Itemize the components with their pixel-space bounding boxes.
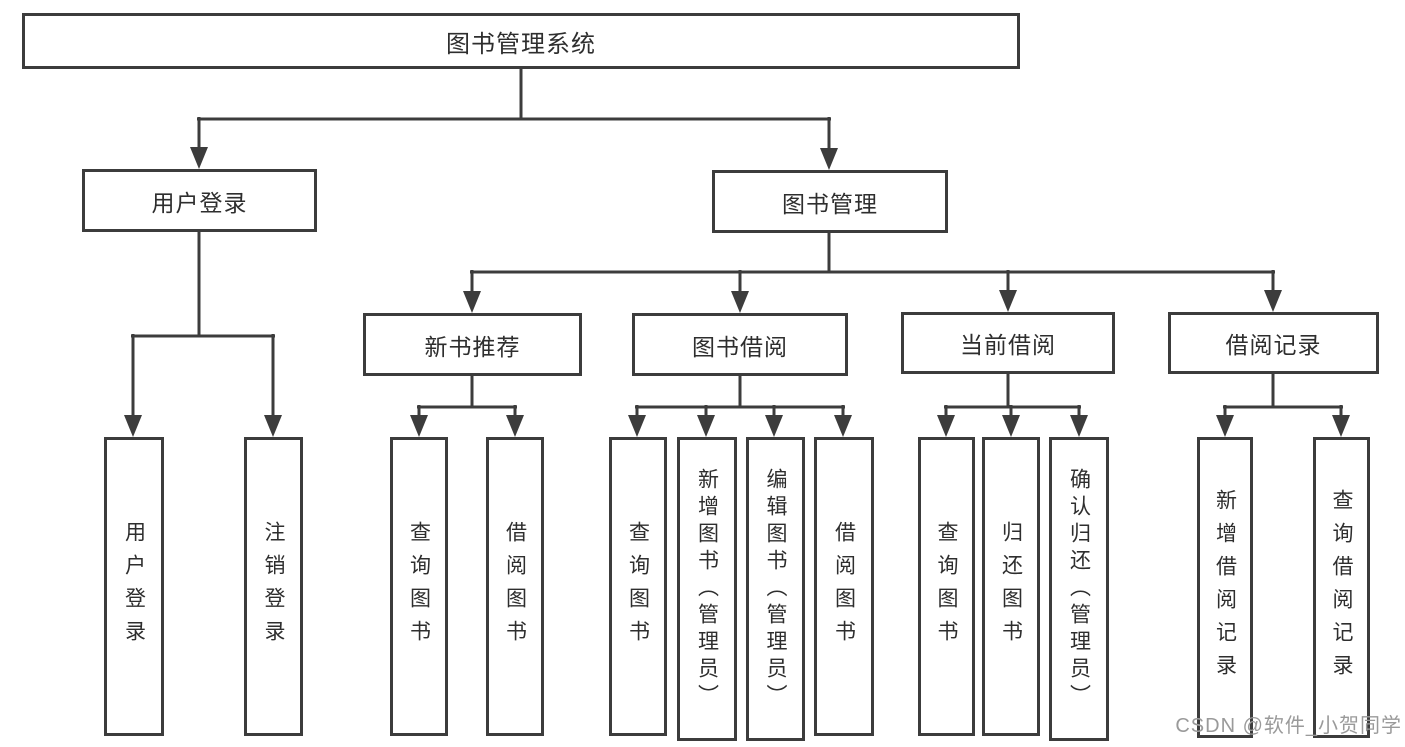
node-user-login-label: 用户登录 xyxy=(151,189,248,216)
leaf-logout-label: 注销登录 xyxy=(262,520,285,653)
leaf-user-login-label: 用户登录 xyxy=(122,520,146,653)
leaf-borrow-book: 借阅图书 xyxy=(814,437,874,736)
node-borrow-records-label: 借阅记录 xyxy=(1225,332,1322,358)
csdn-watermark: CSDN @软件_小贺同学 xyxy=(1175,715,1402,737)
leaf-return-book-label: 归还图书 xyxy=(999,520,1023,653)
node-book-borrow-label: 图书借阅 xyxy=(692,333,788,360)
leaf-user-login: 用户登录 xyxy=(104,437,164,736)
leaf-borrow-book-recommend: 借阅图书 xyxy=(486,437,544,736)
leaf-query-borrow-record-label: 查询借阅记录 xyxy=(1330,488,1353,687)
leaf-add-book-admin: 新增图书（管理员） xyxy=(677,437,737,741)
node-current-borrow-label: 当前借阅 xyxy=(960,332,1056,358)
node-user-login: 用户登录 xyxy=(82,169,317,232)
leaf-edit-book-admin-label: 编辑图书（管理员） xyxy=(764,467,787,711)
leaf-confirm-return-admin-label: 确认归还（管理员） xyxy=(1067,467,1091,711)
leaf-query-book-borrow-label: 查询图书 xyxy=(626,520,650,653)
node-current-borrow: 当前借阅 xyxy=(901,312,1115,374)
leaf-return-book: 归还图书 xyxy=(982,437,1040,736)
leaf-borrow-book-recommend-label: 借阅图书 xyxy=(503,520,527,653)
leaf-query-book-current-label: 查询图书 xyxy=(935,520,958,653)
leaf-logout: 注销登录 xyxy=(244,437,303,736)
node-book-borrow: 图书借阅 xyxy=(632,313,848,376)
leaf-query-borrow-record: 查询借阅记录 xyxy=(1313,437,1370,738)
node-book-management: 图书管理 xyxy=(712,170,948,233)
node-new-book-recommend: 新书推荐 xyxy=(363,313,582,376)
leaf-query-book-borrow: 查询图书 xyxy=(609,437,667,736)
leaf-edit-book-admin: 编辑图书（管理员） xyxy=(746,437,805,741)
leaf-query-book-current: 查询图书 xyxy=(918,437,975,736)
leaf-add-borrow-record-label: 新增借阅记录 xyxy=(1213,488,1237,687)
node-root-label: 图书管理系统 xyxy=(446,30,596,58)
leaf-query-book-recommend-label: 查询图书 xyxy=(407,520,431,653)
leaf-add-book-admin-label: 新增图书（管理员） xyxy=(695,467,719,711)
node-root: 图书管理系统 xyxy=(22,13,1020,69)
node-borrow-records: 借阅记录 xyxy=(1168,312,1379,374)
leaf-add-borrow-record: 新增借阅记录 xyxy=(1197,437,1253,738)
leaf-query-book-recommend: 查询图书 xyxy=(390,437,448,736)
node-new-book-recommend-label: 新书推荐 xyxy=(424,333,521,360)
node-book-management-label: 图书管理 xyxy=(782,190,878,217)
arrowheads xyxy=(124,147,1350,437)
leaf-borrow-book-label: 借阅图书 xyxy=(832,520,856,653)
leaf-confirm-return-admin: 确认归还（管理员） xyxy=(1049,437,1109,741)
